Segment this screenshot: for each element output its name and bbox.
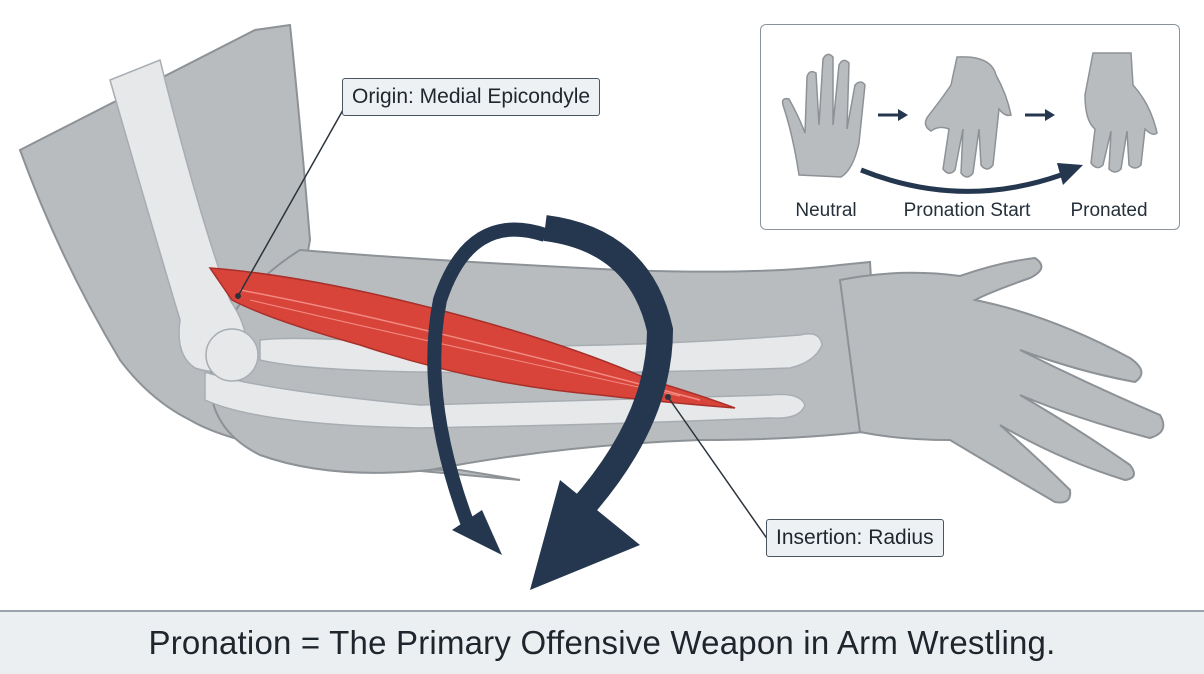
caption-bar: Pronation = The Primary Offensive Weapon… (0, 610, 1204, 674)
step-label-neutral: Neutral (795, 200, 857, 221)
muscle-fiber-line (249, 299, 681, 397)
hand (838, 256, 1165, 504)
origin-marker (235, 293, 241, 299)
step-arrow-icon (1025, 109, 1055, 121)
elbow-joint (205, 328, 259, 382)
inset-drawing (781, 52, 1158, 194)
origin-callout-line (237, 109, 344, 297)
sweep-arrow (860, 167, 1062, 194)
rotation-arrow-front-head (530, 480, 640, 590)
origin-label: Origin: Medial Epicondyle (342, 78, 601, 116)
step-arrow-icon (878, 109, 908, 121)
rotation-arrow-back-head (452, 510, 502, 555)
step-label-pronated: Pronated (1070, 200, 1148, 221)
insertion-callout-line (667, 396, 769, 541)
rotation-arrow-back (427, 222, 548, 533)
caption-text: Pronation = The Primary Offensive Weapon… (148, 624, 1056, 661)
pronator-teres-muscle (208, 267, 736, 409)
insertion-label: Insertion: Radius (766, 519, 944, 557)
insertion-marker (665, 394, 671, 400)
pronated-hand-icon (1084, 52, 1158, 173)
step-label-pronation-start: Pronation Start (903, 200, 1031, 221)
pronation-start-hand-icon (924, 56, 1012, 178)
pronation-sequence-inset: Neutral Pronation Start Pronated (760, 24, 1180, 230)
rotation-arrow-front (543, 215, 674, 519)
neutral-hand-icon (781, 53, 866, 178)
sweep-arrow-head (1057, 163, 1083, 185)
